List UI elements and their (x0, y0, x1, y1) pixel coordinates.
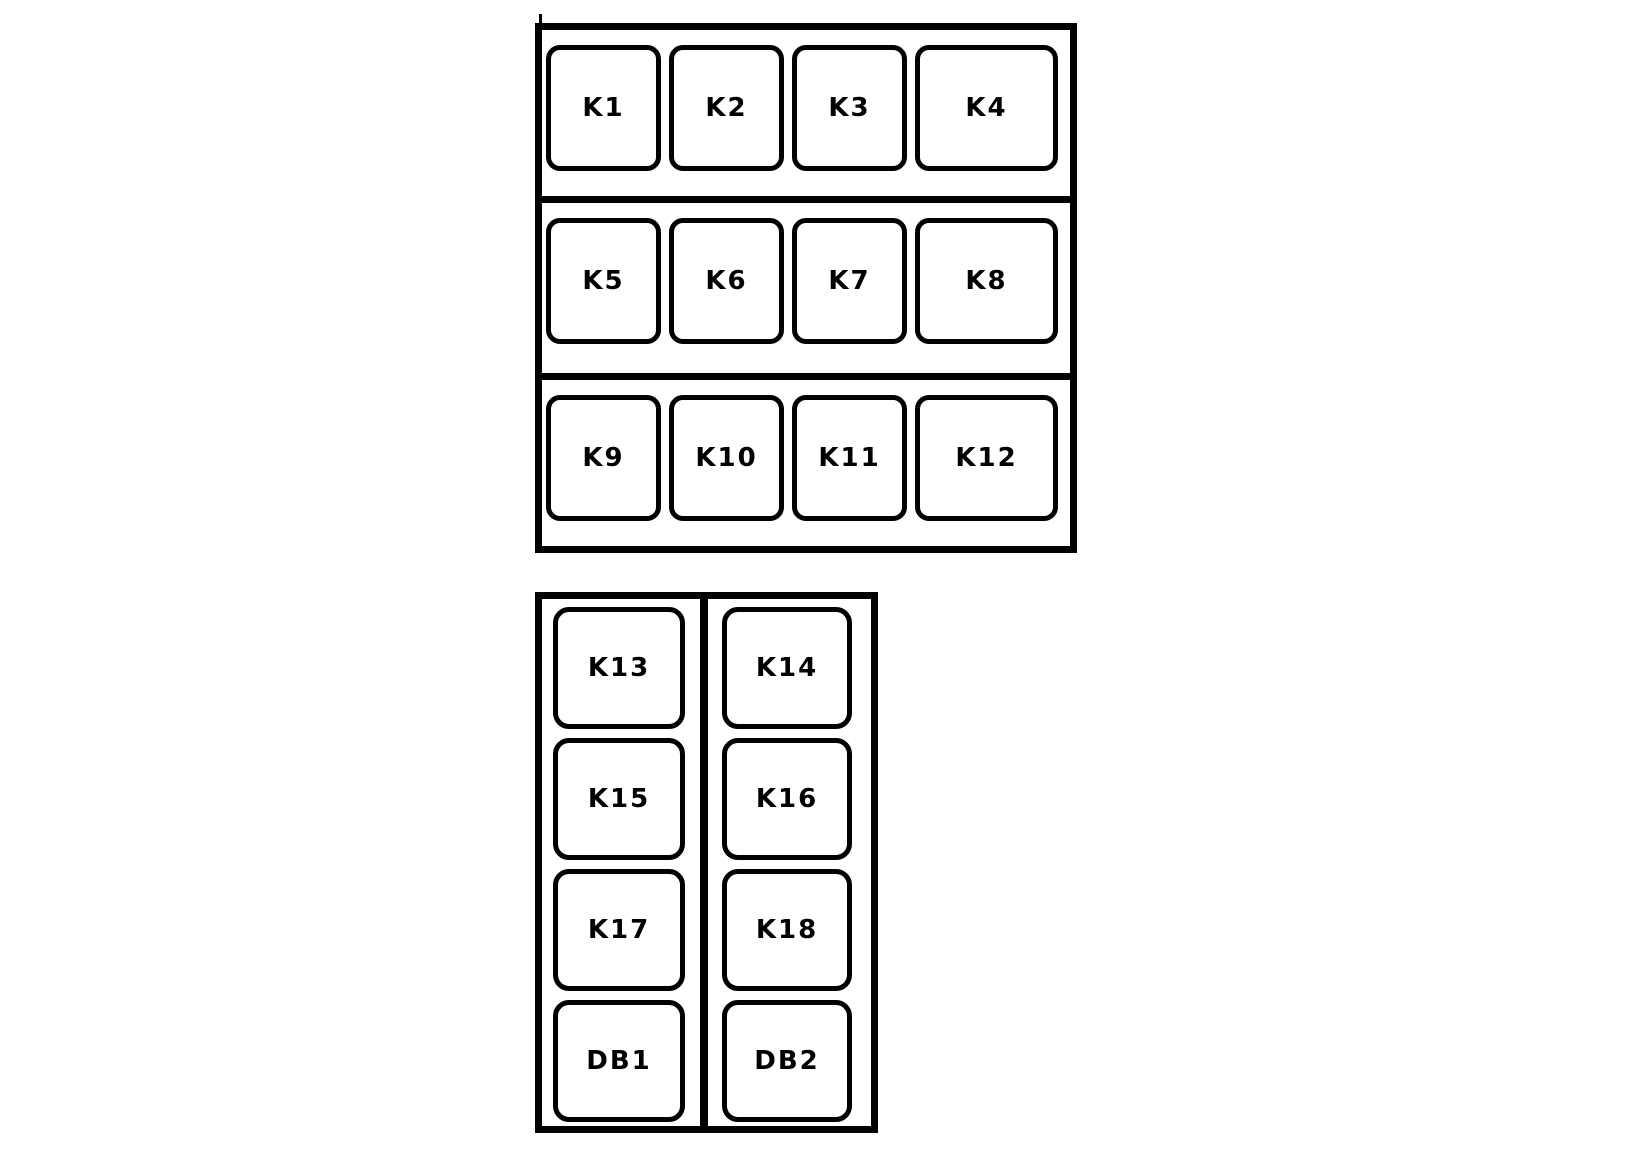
relay-label-k5: K5 (582, 266, 625, 296)
relay-label-k14: K14 (755, 653, 819, 683)
relay-label-k1: K1 (582, 93, 625, 123)
relay-box-k14: K14 (722, 607, 852, 729)
relay-box-k11: K11 (792, 395, 907, 521)
relay-label-k15: K15 (587, 784, 651, 814)
relay-box-k18: K18 (722, 869, 852, 991)
relay-box-k4: K4 (915, 45, 1058, 171)
relay-row-1: K1 K2 K3 K4 (542, 30, 1070, 196)
relay-row-2: K5 K6 K7 K8 (542, 203, 1070, 373)
relay-label-k18: K18 (755, 915, 819, 945)
relay-label-k4: K4 (965, 93, 1008, 123)
relay-label-k17: K17 (587, 915, 651, 945)
relay-box-k8: K8 (915, 218, 1058, 344)
relay-label-k10: K10 (695, 443, 758, 473)
relay-box-k16: K16 (722, 738, 852, 860)
relay-label-k9: K9 (582, 443, 625, 473)
relay-box-db1: DB1 (553, 1000, 685, 1122)
relay-box-k10: K10 (669, 395, 784, 521)
relay-column-right: K14 K16 K18 DB2 (708, 599, 871, 1126)
relay-box-k1: K1 (546, 45, 661, 171)
relay-box-k7: K7 (792, 218, 907, 344)
relay-box-k9: K9 (546, 395, 661, 521)
relay-box-k15: K15 (553, 738, 685, 860)
relay-row-3: K9 K10 K11 K12 (542, 380, 1070, 546)
relay-label-k8: K8 (965, 266, 1008, 296)
relay-panel-top: K1 K2 K3 K4 K5 K6 K7 K8 (535, 23, 1077, 553)
row-divider-2 (542, 373, 1070, 380)
row-divider-1 (542, 196, 1070, 203)
relay-label-db2: DB2 (754, 1046, 820, 1076)
relay-label-k3: K3 (828, 93, 871, 123)
relay-label-k2: K2 (705, 93, 748, 123)
relay-label-k6: K6 (705, 266, 748, 296)
relay-box-k12: K12 (915, 395, 1058, 521)
relay-box-db2: DB2 (722, 1000, 852, 1122)
relay-label-k7: K7 (828, 266, 871, 296)
relay-box-k17: K17 (553, 869, 685, 991)
relay-box-k6: K6 (669, 218, 784, 344)
relay-label-k12: K12 (955, 443, 1018, 473)
relay-box-k5: K5 (546, 218, 661, 344)
relay-label-db1: DB1 (586, 1046, 652, 1076)
relay-panel-bottom: K13 K15 K17 DB1 K14 K16 K18 D (535, 592, 878, 1133)
relay-box-k2: K2 (669, 45, 784, 171)
panel-corner-tick (539, 14, 542, 24)
column-divider (700, 599, 708, 1126)
relay-label-k13: K13 (587, 653, 651, 683)
relay-label-k16: K16 (755, 784, 819, 814)
relay-column-left: K13 K15 K17 DB1 (542, 599, 700, 1126)
relay-box-k3: K3 (792, 45, 907, 171)
relay-box-k13: K13 (553, 607, 685, 729)
relay-label-k11: K11 (818, 443, 881, 473)
